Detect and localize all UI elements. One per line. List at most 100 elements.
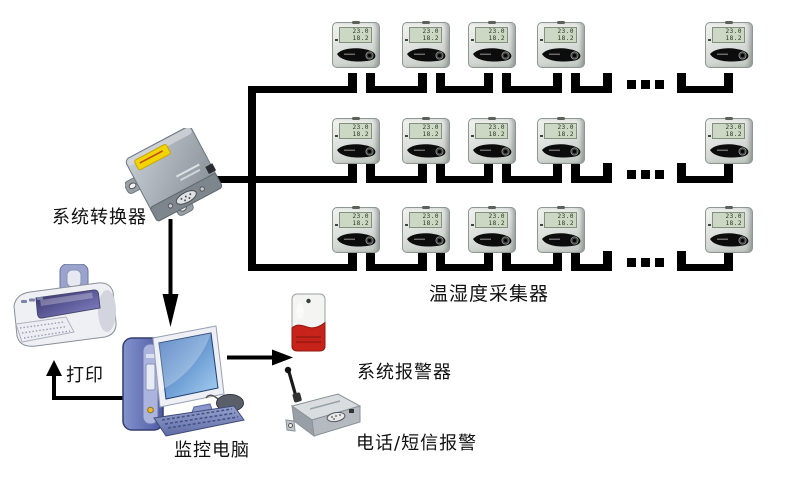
bus-segment [436,176,493,183]
temp-humidity-sensor: 23.0 18.2 [705,21,753,68]
sensor-lcd: 23.0 18.2 [405,212,442,228]
sensor-swoosh [710,233,749,247]
temp-humidity-sensor: 23.0 18.2 [332,117,380,164]
ellipsis-dot [627,170,636,179]
sensor-stub [553,251,562,266]
sensor-stub [418,251,427,266]
temp-humidity-sensor: 23.0 18.2 [332,206,380,253]
temp-humidity-sensor: 23.0 18.2 [537,21,585,68]
ellipsis-dot [627,80,636,89]
sms-modem-device [284,366,362,438]
sensor-stub [366,163,375,178]
printer-device [13,264,117,347]
bus-segment [250,264,357,271]
sensor-swoosh [337,48,376,62]
ellipsis-dot [641,258,650,267]
bus-segment [571,264,612,271]
bus-segment [436,86,493,93]
arrow-computer-to-siren [227,349,293,366]
sensor-stub [724,163,733,178]
bus-segment [366,264,427,271]
sensor-stub [436,73,445,88]
sensor-stub [571,163,580,178]
temp-humidity-sensor: 23.0 18.2 [468,117,516,164]
sensor-stub [348,73,357,88]
sensor-stub [366,73,375,88]
sensor-stub [677,163,686,178]
temp-humidity-sensor: 23.0 18.2 [468,206,516,253]
sensor-swoosh [337,233,376,247]
sensor-stub [677,251,686,266]
sensor-lcd: 23.0 18.2 [708,123,745,139]
sensor-stub [571,251,580,266]
sensor-swoosh [473,48,512,62]
sensor-lcd: 23.0 18.2 [471,212,508,228]
sensor-lcd: 23.0 18.2 [335,27,372,43]
bus-segment [571,86,612,93]
sensor-stub [348,251,357,266]
sensor-lcd: 23.0 18.2 [335,123,372,139]
collector-label: 温湿度采集器 [429,283,550,305]
computer-label: 监控电脑 [174,440,250,461]
ellipsis-dot [641,80,650,89]
temp-humidity-sensor: 23.0 18.2 [402,206,450,253]
computer-monitor [152,325,225,419]
computer-device [122,325,245,437]
sensor-stub [436,163,445,178]
bus-segment [366,86,427,93]
sensor-stub [366,251,375,266]
sensor-stub [603,251,612,266]
sensor-stub [603,73,612,88]
sensor-stub [603,163,612,178]
sensor-swoosh [710,48,749,62]
sensor-stub [553,163,562,178]
ellipsis-dot [627,258,636,267]
computer-keyboard [153,405,245,437]
sensor-lcd: 23.0 18.2 [708,27,745,43]
sensor-swoosh [337,144,376,158]
sensor-stub [418,163,427,178]
print-label: 打印 [66,365,104,386]
sensor-swoosh [407,233,446,247]
sensor-swoosh [542,144,581,158]
sensor-swoosh [407,48,446,62]
sensor-lcd: 23.0 18.2 [708,212,745,228]
sensor-lcd: 23.0 18.2 [540,212,577,228]
ellipsis-dot [655,170,664,179]
sensor-lcd: 23.0 18.2 [335,212,372,228]
bus-segment [436,264,493,271]
sensor-stub [418,73,427,88]
sms-label: 电话/短信报警 [356,433,478,454]
temp-humidity-sensor: 23.0 18.2 [705,117,753,164]
sensor-stub [677,73,686,88]
temp-humidity-sensor: 23.0 18.2 [332,21,380,68]
sensor-lcd: 23.0 18.2 [540,123,577,139]
sensor-stub [484,73,493,88]
sensor-stub [436,251,445,266]
sensor-swoosh [473,233,512,247]
bus-segment [677,176,733,183]
bus-segment [502,86,562,93]
bus-segment [250,86,357,93]
printer-lid-window [35,289,101,319]
sensor-stub [571,73,580,88]
sensor-lcd: 23.0 18.2 [471,27,508,43]
bus-segment [677,86,733,93]
converter-feed-line [214,176,250,183]
sensor-lcd: 23.0 18.2 [471,123,508,139]
arrow-computer-to-printer [46,360,123,400]
sensor-swoosh [710,144,749,158]
bus-segment [502,264,562,271]
ellipsis-dot [655,258,664,267]
ellipsis-dot [641,170,650,179]
bus-segment [250,176,357,183]
sensor-stub [553,73,562,88]
sensor-lcd: 23.0 18.2 [540,27,577,43]
temp-humidity-sensor: 23.0 18.2 [402,117,450,164]
temp-humidity-sensor: 23.0 18.2 [705,206,753,253]
sensor-stub [724,73,733,88]
sensor-swoosh [542,48,581,62]
sensor-stub [502,163,511,178]
